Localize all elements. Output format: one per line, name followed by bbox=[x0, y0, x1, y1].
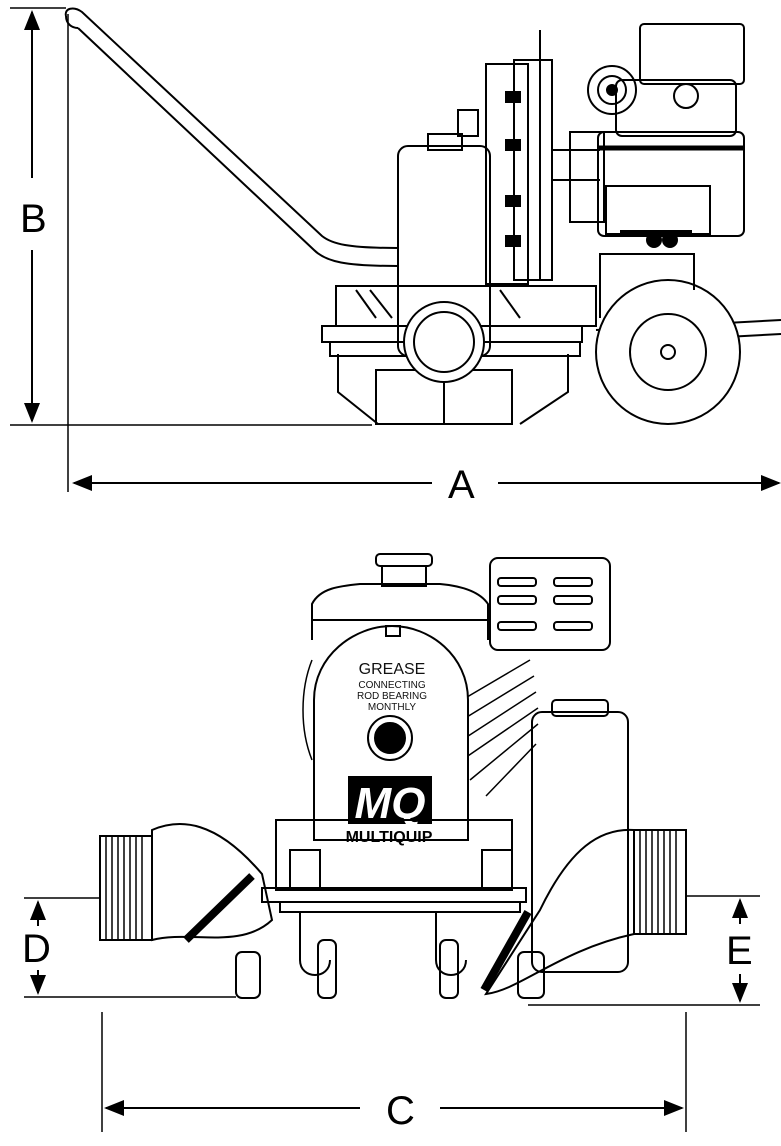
pump-manifold bbox=[235, 819, 545, 999]
engine-cooling-fins bbox=[302, 659, 539, 797]
diaphragm-housing bbox=[457, 30, 553, 285]
grease-fitting bbox=[367, 715, 413, 761]
front-view: GREASE CONNECTING ROD BEARING MONTHLY MQ… bbox=[22, 553, 760, 1133]
multiquip-brand: MULTIQUIP bbox=[346, 829, 433, 846]
dimension-c: C bbox=[101, 1012, 687, 1133]
dimension-d: D bbox=[22, 897, 236, 998]
dimension-b: B bbox=[10, 7, 372, 426]
dimension-b-label: B bbox=[20, 197, 47, 241]
grease-instruction-line2: ROD BEARING bbox=[357, 691, 427, 702]
grease-label: GREASE bbox=[359, 661, 426, 678]
dimension-d-label: D bbox=[22, 927, 51, 971]
grease-instruction-line1: CONNECTING bbox=[358, 680, 425, 691]
engine-top bbox=[311, 553, 489, 640]
dimension-c-label: C bbox=[386, 1089, 415, 1133]
pump-handle bbox=[64, 7, 399, 267]
engine-shroud bbox=[489, 557, 611, 651]
side-view: B A bbox=[10, 7, 781, 507]
wheel bbox=[595, 253, 741, 425]
grease-instruction-line3: MONTHLY bbox=[368, 702, 416, 713]
recoil-starter bbox=[587, 65, 699, 115]
right-discharge-fitting bbox=[480, 828, 687, 996]
mq-logo: MQ MULTIQUIP bbox=[346, 776, 433, 846]
engine bbox=[552, 23, 745, 248]
dimension-e-label: E bbox=[726, 929, 753, 973]
dimension-a-label: A bbox=[448, 463, 475, 507]
suction-port bbox=[403, 301, 485, 383]
dimension-a: A bbox=[67, 14, 781, 507]
dimension-e: E bbox=[528, 895, 760, 1006]
left-discharge-fitting bbox=[99, 823, 274, 943]
pump-tank-right bbox=[531, 699, 629, 973]
